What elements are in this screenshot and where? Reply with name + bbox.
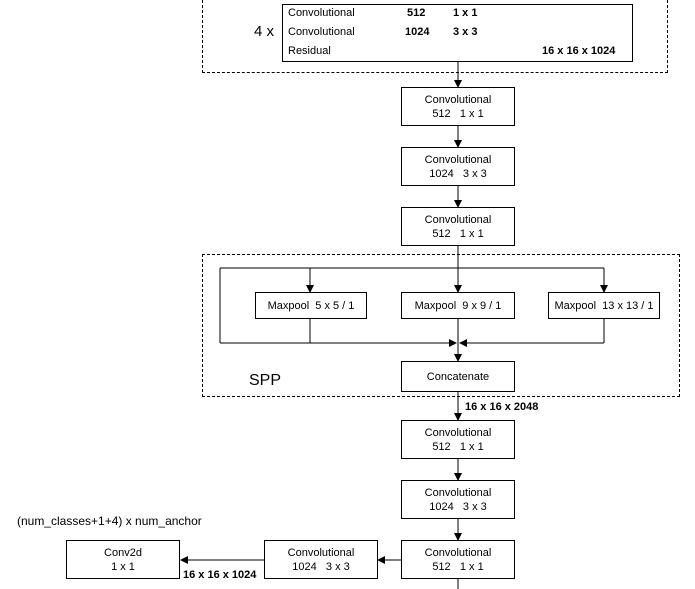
conv2d-name: Conv2d bbox=[104, 546, 142, 559]
conv2d-box: Conv2d 1 x 1 bbox=[66, 540, 180, 579]
conv4-box: Convolutional 512 1 x 1 bbox=[401, 420, 515, 459]
conv6-box: Convolutional 512 1 x 1 bbox=[401, 540, 515, 579]
conv1-params: 512 1 x 1 bbox=[432, 107, 484, 120]
conv5-box: Convolutional 1024 3 x 3 bbox=[401, 480, 515, 519]
conv4-params: 512 1 x 1 bbox=[432, 440, 484, 453]
residual-label: Residual bbox=[288, 45, 331, 57]
maxpool2-label: Maxpool 9 x 9 / 1 bbox=[414, 299, 502, 312]
conv4-name: Convolutional bbox=[424, 426, 492, 439]
residual-row-2-name: Convolutional bbox=[288, 26, 355, 38]
residual-row-1-size: 1 x 1 bbox=[453, 7, 478, 19]
conv3-box: Convolutional 512 1 x 1 bbox=[401, 207, 515, 246]
maxpool3-label: Maxpool 13 x 13 / 1 bbox=[554, 299, 654, 312]
residual-row-2-filters: 1024 bbox=[405, 26, 430, 38]
residual-row-1-name: Convolutional bbox=[288, 7, 355, 19]
conv5-params: 1024 3 x 3 bbox=[429, 500, 487, 513]
maxpool1-label: Maxpool 5 x 5 / 1 bbox=[267, 299, 355, 312]
conv6-name: Convolutional bbox=[424, 546, 492, 559]
conv7-name: Convolutional bbox=[287, 546, 355, 559]
concatenate-label: Concatenate bbox=[426, 370, 490, 383]
conv2-name: Convolutional bbox=[424, 153, 492, 166]
residual-block-dashed-frame bbox=[202, 0, 668, 73]
maxpool2-box: Maxpool 9 x 9 / 1 bbox=[401, 292, 515, 319]
conv2d-params: 1 x 1 bbox=[111, 560, 135, 573]
conv5-name: Convolutional bbox=[424, 486, 492, 499]
conv2-params: 1024 3 x 3 bbox=[429, 167, 487, 180]
residual-row-1-filters: 512 bbox=[407, 7, 426, 19]
conv3-params: 512 1 x 1 bbox=[432, 227, 484, 240]
conv6-params: 512 1 x 1 bbox=[432, 560, 484, 573]
conv1-name: Convolutional bbox=[424, 93, 492, 106]
conv3-name: Convolutional bbox=[424, 213, 492, 226]
repeat-label: 4 x bbox=[254, 23, 275, 40]
maxpool1-box: Maxpool 5 x 5 / 1 bbox=[255, 292, 367, 319]
spp-label: SPP bbox=[249, 372, 282, 389]
residual-row-2-size: 3 x 3 bbox=[453, 26, 478, 38]
conv2-box: Convolutional 1024 3 x 3 bbox=[401, 147, 515, 186]
concatenate-box: Concatenate bbox=[401, 361, 515, 392]
conv7-params: 1024 3 x 3 bbox=[292, 560, 350, 573]
conv7-box: Convolutional 1024 3 x 3 bbox=[264, 540, 378, 579]
spp-output-shape: 16 x 16 x 2048 bbox=[465, 401, 539, 413]
residual-block-box: Convolutional 512 1 x 1 Convolutional 10… bbox=[282, 4, 633, 62]
maxpool3-box: Maxpool 13 x 13 / 1 bbox=[548, 292, 660, 319]
residual-output-shape: 16 x 16 x 1024 bbox=[542, 45, 616, 57]
head-output-label: (num_classes+1+4) x num_anchor bbox=[17, 514, 202, 528]
conv1-box: Convolutional 512 1 x 1 bbox=[401, 87, 515, 126]
spp-dashed-frame bbox=[202, 254, 680, 397]
head-shape-label: 16 x 16 x 1024 bbox=[183, 569, 257, 581]
